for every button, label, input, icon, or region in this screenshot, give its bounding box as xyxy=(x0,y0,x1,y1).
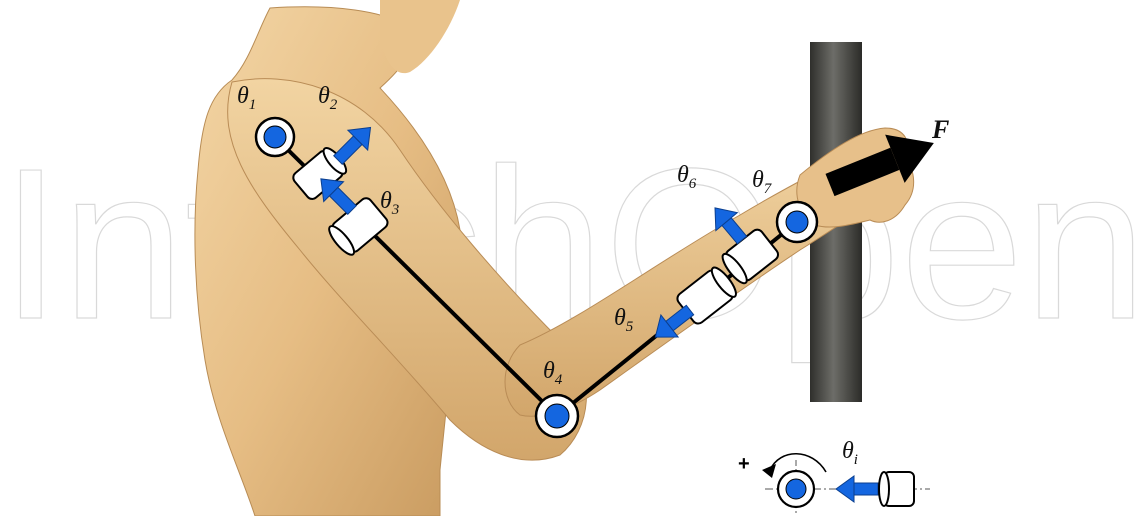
legend-cylinder-icon xyxy=(879,472,914,506)
legend-theta-label: θi xyxy=(842,438,858,468)
rotation-arrowhead-icon xyxy=(762,464,776,478)
force-label: F xyxy=(931,115,949,144)
rotation-arc-icon xyxy=(770,454,826,472)
legend: + θi xyxy=(738,438,930,516)
joint-4-marker xyxy=(536,395,578,437)
neck xyxy=(380,0,460,73)
legend-sign: + xyxy=(738,453,750,475)
joint-1-marker xyxy=(256,118,294,156)
joint-7-marker xyxy=(777,202,817,242)
legend-arrow-icon xyxy=(836,476,878,502)
